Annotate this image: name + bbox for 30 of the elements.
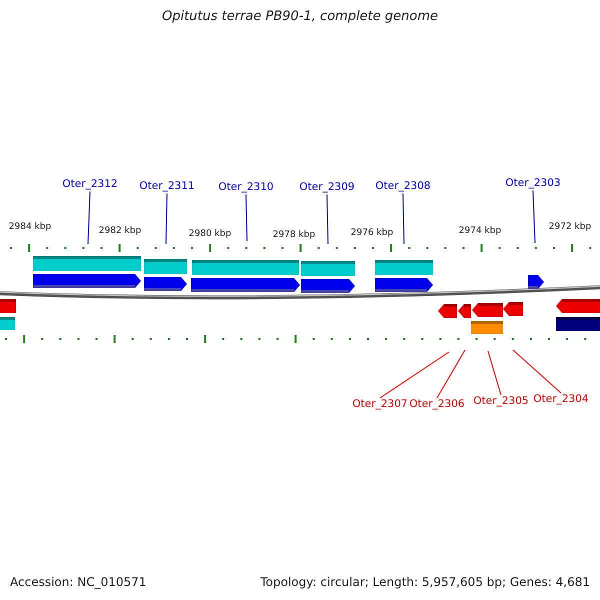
- gene-label: Oter_2309: [299, 182, 355, 194]
- scale-label: 2978 kbp: [272, 231, 316, 241]
- scale-label: 2980 kbp: [188, 230, 232, 240]
- leader-line: [488, 350, 502, 396]
- leader-line: [88, 191, 90, 244]
- gene-label: Oter_2304: [533, 394, 589, 406]
- leader-line: [512, 350, 562, 394]
- gene-label: Oter_2308: [375, 181, 431, 193]
- scale-label: 2982 kbp: [98, 227, 142, 237]
- scale-label: 2976 kbp: [350, 229, 394, 239]
- leader-line: [246, 194, 248, 242]
- gene-label: Oter_2305: [473, 396, 529, 408]
- genome-summary-text: Topology: circular; Length: 5,957,605 bp; Genes: 4,681: [260, 576, 590, 590]
- scale-label: 2984 kbp: [8, 223, 52, 233]
- diagram-title: Opitutus terrae PB90-1, complete genome: [160, 10, 440, 24]
- scale-label: 2972 kbp: [548, 223, 592, 233]
- gene-label: Oter_2306: [409, 399, 465, 411]
- leader-line: [402, 193, 404, 244]
- gene-label: Oter_2310: [218, 182, 274, 194]
- leader-line: [380, 352, 450, 398]
- leader-line: [166, 193, 168, 244]
- gene-label: Oter_2311: [139, 181, 195, 193]
- scale-label: 2974 kbp: [458, 227, 502, 237]
- gene-label: Oter_2303: [505, 178, 561, 190]
- leader-line: [532, 190, 536, 244]
- leader-line: [436, 350, 466, 398]
- accession-text: Accession: NC_010571: [10, 576, 146, 590]
- gene-label: Oter_2307: [352, 399, 408, 411]
- leader-line: [326, 194, 328, 244]
- gene-label: Oter_2312: [62, 179, 118, 191]
